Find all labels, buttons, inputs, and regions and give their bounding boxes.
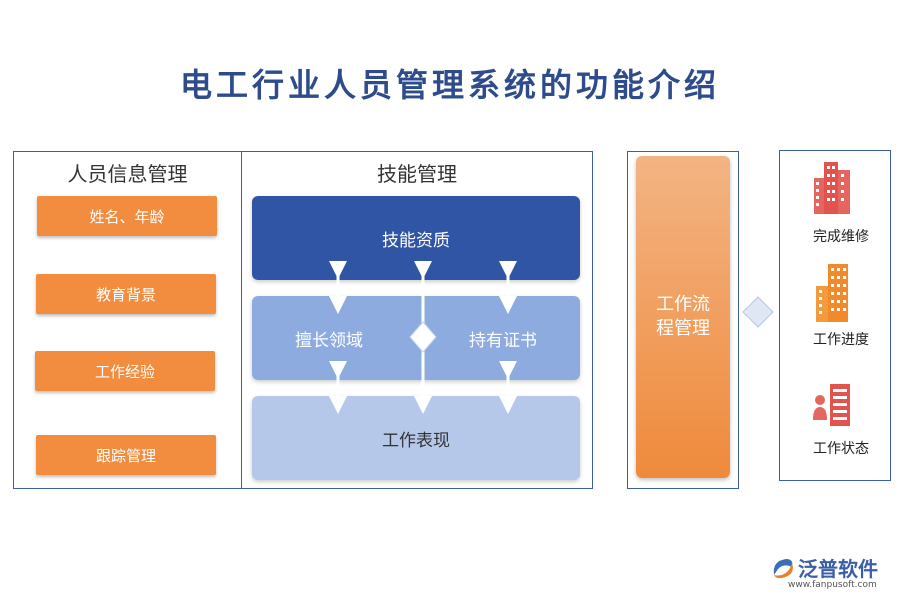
skill-expertise-label[interactable]: 擅长领域 — [295, 330, 363, 351]
personnel-item-education[interactable]: 教育背景 — [36, 274, 216, 314]
status-item-repair: 完成维修 — [813, 229, 869, 245]
personnel-panel-title: 人员信息管理 — [67, 162, 188, 186]
personnel-item-experience[interactable]: 工作经验 — [35, 351, 215, 391]
skills-panel-title: 技能管理 — [377, 162, 457, 186]
personnel-item-name-age[interactable]: 姓名、年龄 — [37, 196, 217, 236]
person-list-icon — [813, 384, 850, 426]
personnel-item-tracking[interactable]: 跟踪管理 — [36, 435, 216, 475]
brand-name: 泛普软件 — [798, 557, 878, 581]
tower-icon — [816, 264, 848, 322]
skill-performance-box[interactable]: 工作表现 — [252, 396, 580, 480]
page-title: 电工行业人员管理系统的功能介绍 — [179, 66, 720, 104]
buildings-icon — [814, 162, 850, 214]
skill-qualification-label: 技能资质 — [382, 230, 450, 251]
skill-performance-label: 工作表现 — [382, 430, 450, 451]
status-item-progress: 工作进度 — [813, 332, 869, 348]
workflow-label-line1: 工作流 — [656, 294, 710, 315]
brand-url: www.fanpusoft.com — [788, 580, 877, 590]
skill-qualification-box[interactable]: 技能资质 — [252, 196, 580, 280]
connector-diamond-icon — [742, 296, 774, 328]
skill-certificate-label[interactable]: 持有证书 — [469, 330, 537, 351]
skill-middle-box: 擅长领域 持有证书 — [252, 296, 580, 380]
workflow-label-line2: 程管理 — [656, 318, 710, 339]
brand-swirl-icon — [773, 559, 793, 579]
status-item-state: 工作状态 — [813, 441, 869, 457]
workflow-bar[interactable]: 工作流 程管理 — [636, 156, 730, 478]
